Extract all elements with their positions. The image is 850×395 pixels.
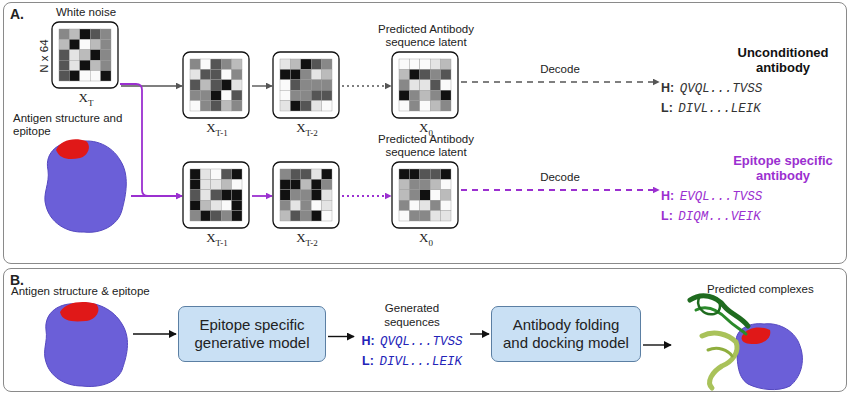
- dimension-label: N x 64: [38, 39, 51, 72]
- chain-tag: H:: [661, 81, 674, 95]
- flow-arrow: [133, 333, 176, 334]
- structure-figure: Predicted complexes: [673, 299, 809, 391]
- sequence-text: DIVL...LEIK: [379, 355, 462, 369]
- matrix-symbol: XT-1: [206, 230, 228, 248]
- latent-matrix-node: Predicted Antibody sequence latentX0: [393, 53, 459, 119]
- latent-matrix: [52, 22, 118, 88]
- flow-arrow: [461, 81, 659, 82]
- panel-band: B.Antigen structure & epitopeEpitope spe…: [3, 268, 847, 392]
- sequence-text: DIQM...VEIK: [678, 210, 761, 224]
- figure-caption: Antigen structure and epitope: [13, 112, 131, 138]
- latent-matrix: [273, 162, 339, 228]
- sequence-text: QVQL...TVSS: [680, 82, 763, 96]
- flow-arrow: [342, 195, 391, 197]
- flow-arrow: [342, 85, 391, 86]
- flow-arrow: [121, 85, 182, 86]
- box-label: Epitope specific generative model: [187, 316, 317, 352]
- sequence-output: Unconditioned antibodyH: QVQL...TVSSL: D…: [661, 45, 841, 119]
- latent-matrix: [183, 52, 249, 118]
- chain-tag: H:: [661, 189, 674, 203]
- sequence-row: H: QVQL...TVSS: [356, 332, 468, 352]
- latent-matrix-node: XT-2: [274, 163, 340, 229]
- sequence-output: Generated sequencesH: QVQL...TVSSL: DIVL…: [356, 301, 468, 372]
- matrix-symbol: XT: [79, 90, 94, 108]
- matrix-symbol: XT-2: [296, 230, 318, 248]
- flow-arrow: [252, 85, 272, 86]
- matrix-symbol: X0: [419, 230, 433, 248]
- flow-arrow: [461, 189, 659, 191]
- panel-band: A.White noiseN x 64XTAntigen structure a…: [3, 2, 847, 264]
- chain-tag: L:: [362, 354, 374, 368]
- sequence-text: EVQL...TVSS: [680, 190, 763, 204]
- sequence-row: H: EVQL...TVSS: [661, 187, 841, 207]
- panel-letter: A.: [10, 6, 24, 22]
- flow-arrow: [328, 336, 354, 337]
- latent-matrix-node: XT-1: [184, 53, 250, 119]
- latent-matrix-node: XT-2: [274, 53, 340, 119]
- structure-figure: Antigen structure & epitope: [41, 301, 131, 389]
- latent-matrix: [273, 52, 339, 118]
- flow-arrow: [470, 333, 489, 334]
- edge-label: Decode: [538, 63, 582, 75]
- chain-tag: L:: [661, 101, 673, 115]
- output-heading: Unconditioned antibody: [727, 45, 839, 75]
- complex-illustration: [690, 296, 802, 390]
- box-label: Antibody folding and docking model: [500, 316, 632, 352]
- latent-matrix: [183, 162, 249, 228]
- matrix-symbol: XT-1: [206, 120, 228, 138]
- protein-illustration: [45, 302, 128, 386]
- flow-arrow: [252, 195, 272, 197]
- structure-figure: Antigen structure and epitope: [41, 141, 129, 236]
- matrix-caption: Predicted Antibody sequence latent: [361, 23, 491, 49]
- model-box: Antibody folding and docking model: [491, 306, 641, 362]
- edge-label: Decode: [538, 171, 582, 183]
- figure-caption: Predicted complexes: [707, 283, 814, 296]
- sequence-row: L: DIQM...VEIK: [661, 207, 841, 227]
- sequence-row: H: QVQL...TVSS: [661, 79, 841, 99]
- protein-illustration: [45, 139, 126, 232]
- sequence-text: DIVL...LEIK: [678, 102, 761, 116]
- matrix-caption: White noise: [21, 6, 151, 19]
- latent-matrix-node: White noiseN x 64XT: [53, 23, 119, 89]
- output-heading: Epitope specific antibody: [727, 153, 839, 183]
- latent-matrix-node: XT-1: [184, 163, 250, 229]
- model-box: Epitope specific generative model: [178, 306, 326, 362]
- sequence-output: Epitope specific antibodyH: EVQL...TVSSL…: [661, 153, 841, 227]
- matrix-caption: Predicted Antibody sequence latent: [361, 133, 491, 159]
- figure-caption: Antigen structure & epitope: [11, 285, 150, 298]
- sequence-row: L: DIVL...LEIK: [356, 352, 468, 372]
- flow-arrow: [120, 84, 182, 196]
- output-heading: Generated sequences: [356, 301, 468, 329]
- chain-tag: H:: [361, 334, 374, 348]
- flow-arrow: [131, 195, 182, 197]
- sequence-text: QVQL...TVSS: [380, 335, 463, 349]
- chain-tag: L:: [661, 209, 673, 223]
- latent-matrix: [392, 52, 458, 118]
- latent-matrix-node: Predicted Antibody sequence latentX0: [393, 163, 459, 229]
- sequence-row: L: DIVL...LEIK: [661, 99, 841, 119]
- latent-matrix: [392, 162, 458, 228]
- flow-arrow: [643, 344, 671, 345]
- matrix-symbol: XT-2: [296, 120, 318, 138]
